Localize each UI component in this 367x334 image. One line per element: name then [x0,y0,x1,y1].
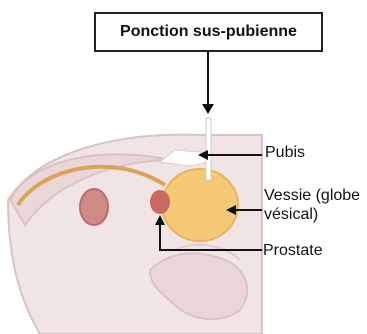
vessie-label-line1: Vessie (globe [264,186,360,205]
prostate-label: Prostate [263,241,323,260]
vessie-label: Vessie (globe vésical) [264,186,360,224]
title-arrow-head [202,104,214,114]
pubis-label: Pubis [265,143,305,162]
needle [206,118,211,180]
title-box: Ponction sus-pubienne [94,12,323,52]
prostate [150,190,170,214]
rectum [80,189,108,225]
vessie-label-line2: vésical) [264,205,360,224]
bladder [162,169,238,241]
